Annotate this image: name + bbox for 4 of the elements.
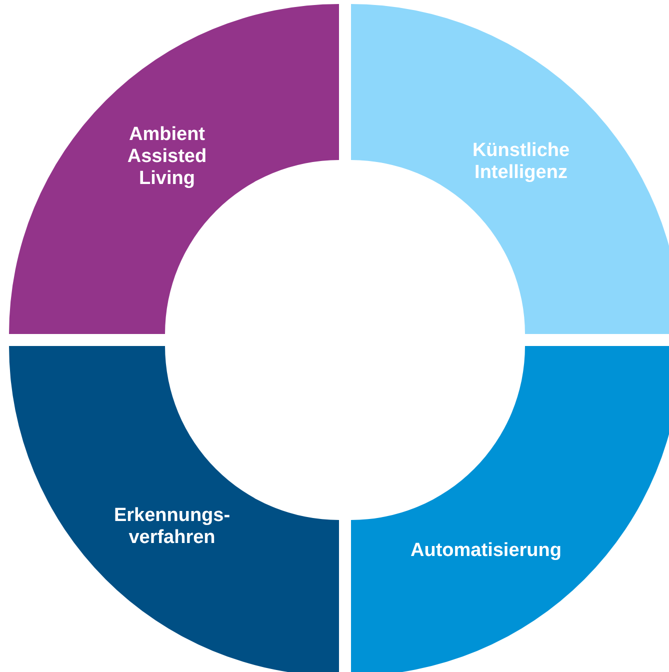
segment-label: Automatisierung <box>410 540 562 562</box>
segment-label: Ambient Assisted Living <box>126 124 208 190</box>
segment-label: Erkennungs- verfahren <box>112 505 232 549</box>
segment-label: Künstliche Intelligenz <box>471 140 571 184</box>
